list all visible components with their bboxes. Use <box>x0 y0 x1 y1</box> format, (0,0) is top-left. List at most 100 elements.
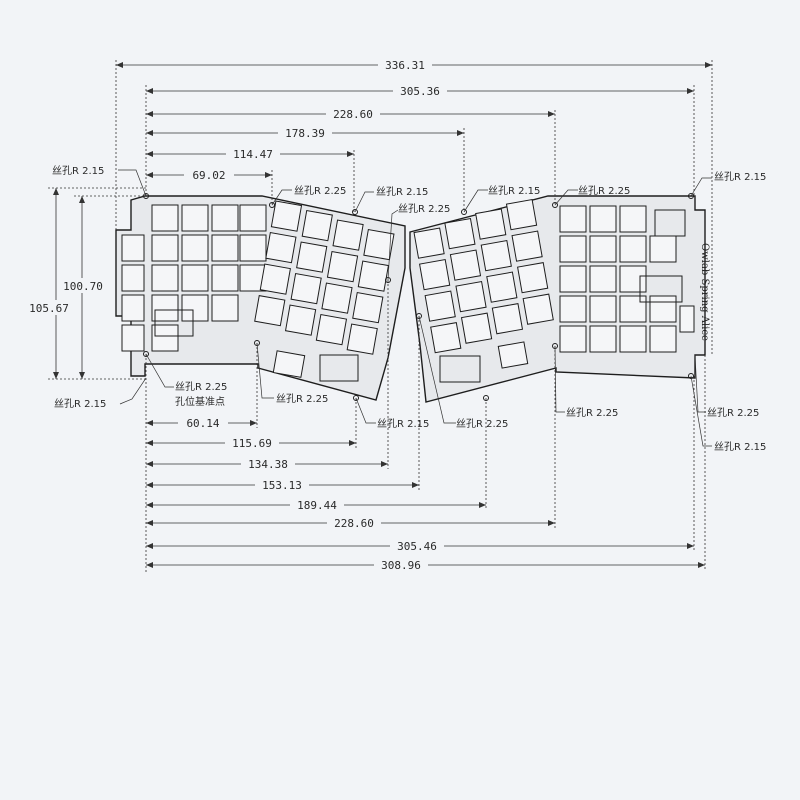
screw-hole-callout: 丝孔R 2.25 <box>566 407 618 419</box>
right-key-cutouts <box>413 199 695 369</box>
screw-hole <box>353 395 359 401</box>
arrow-head <box>698 562 705 568</box>
key-cutout <box>449 249 482 281</box>
key-cutout <box>497 341 529 369</box>
stabilizer-cutout <box>654 209 686 237</box>
key-cutout <box>239 204 267 232</box>
screw-hole-callout: 丝孔R 2.25 <box>294 185 346 197</box>
key-cutout <box>460 312 493 344</box>
arrow-head <box>548 111 555 117</box>
leader-line <box>387 209 399 281</box>
dimension-label: 105.67 <box>29 302 69 315</box>
leader-line <box>145 353 174 388</box>
leader-line <box>119 377 147 405</box>
key-cutout <box>559 265 587 293</box>
key-cutout <box>619 295 647 323</box>
key-cutout <box>559 205 587 233</box>
key-cutout <box>589 205 617 233</box>
screw-hole-callout: 丝孔R 2.15 <box>488 185 540 197</box>
stabilizer-cutout <box>639 275 683 303</box>
key-cutout <box>270 200 303 232</box>
key-cutout <box>649 295 677 323</box>
leader-line <box>690 177 712 197</box>
screw-hole-callout: 丝孔R 2.25 <box>578 185 630 197</box>
key-cutout <box>151 234 179 262</box>
arrow-head <box>479 502 486 508</box>
reference-point-label: 孔位基准点 <box>175 395 225 408</box>
arrow-head <box>146 88 153 94</box>
bottom-dimension-arrows <box>146 420 705 568</box>
arrow-head <box>79 372 85 379</box>
arrow-head <box>146 151 153 157</box>
arrow-head <box>146 520 153 526</box>
key-cutout <box>517 262 549 294</box>
left-plate <box>115 195 406 401</box>
leader-line <box>118 169 147 197</box>
key-cutout <box>619 265 647 293</box>
left-dimension-labels: 105.67 100.70 <box>24 278 108 315</box>
callout-leaders <box>118 169 712 447</box>
dimension-label: 228.60 <box>334 517 374 530</box>
key-cutout <box>181 264 209 292</box>
screw-hole <box>688 193 694 199</box>
key-cutout <box>151 324 179 352</box>
key-cutout <box>619 325 647 353</box>
bottom-dimension-labels: 60.14 115.69 134.38 153.13 189.44 228.60… <box>178 415 444 572</box>
key-cutout <box>363 228 395 261</box>
key-cutout <box>181 234 209 262</box>
screw-hole-callout: 丝孔R 2.15 <box>377 418 429 430</box>
arrow-head <box>705 62 712 68</box>
dimension-label: 189.44 <box>297 499 337 512</box>
screw-hole <box>688 373 694 379</box>
arrow-head <box>548 520 555 526</box>
leader-line <box>355 397 376 424</box>
key-cutout <box>346 323 378 355</box>
leader-line <box>463 189 488 213</box>
right-plate: Owlab Spring Alice <box>409 195 710 403</box>
key-cutout <box>559 325 587 353</box>
stabilizer-cutout <box>154 309 194 337</box>
screw-hole-callout: 丝孔R 2.25 <box>175 381 227 393</box>
key-cutout <box>181 294 209 322</box>
dimension-label: 69.02 <box>192 169 225 182</box>
left-dimensions <box>48 187 146 380</box>
arrow-head <box>687 543 694 549</box>
key-cutout <box>301 209 333 242</box>
screw-hole <box>483 395 489 401</box>
key-cutout <box>424 290 456 322</box>
arrow-head <box>53 188 59 195</box>
screw-hole <box>143 351 149 357</box>
key-cutout <box>272 350 306 378</box>
dimension-label: 100.70 <box>63 280 103 293</box>
screw-hole-callout: 丝孔R 2.25 <box>707 407 759 419</box>
key-cutout <box>151 264 179 292</box>
key-cutout <box>679 305 695 333</box>
dimension-label: 153.13 <box>262 479 302 492</box>
leader-line <box>694 354 706 413</box>
arrow-head <box>347 151 354 157</box>
key-cutout <box>121 234 145 262</box>
arrow-head <box>687 88 694 94</box>
arrow-head <box>146 111 153 117</box>
arrow-head <box>146 482 153 488</box>
arrow-head <box>381 461 388 467</box>
key-cutout <box>649 235 677 263</box>
arrow-head <box>53 372 59 379</box>
key-cutout <box>589 235 617 263</box>
key-cutout <box>455 281 487 313</box>
screw-hole <box>352 209 358 215</box>
arrow-head <box>349 440 356 446</box>
key-cutout <box>559 295 587 323</box>
key-cutout <box>352 292 384 324</box>
key-cutout <box>121 264 145 292</box>
key-cutout <box>254 295 286 327</box>
screw-holes <box>143 193 694 401</box>
screw-hole-callout: 丝孔R 2.15 <box>52 165 104 177</box>
key-cutout <box>151 294 179 322</box>
arrow-head <box>79 196 85 203</box>
key-cutout <box>121 294 145 322</box>
screw-hole-callout: 丝孔R 2.25 <box>276 393 328 405</box>
arrow-head <box>146 502 153 508</box>
key-cutout <box>559 235 587 263</box>
